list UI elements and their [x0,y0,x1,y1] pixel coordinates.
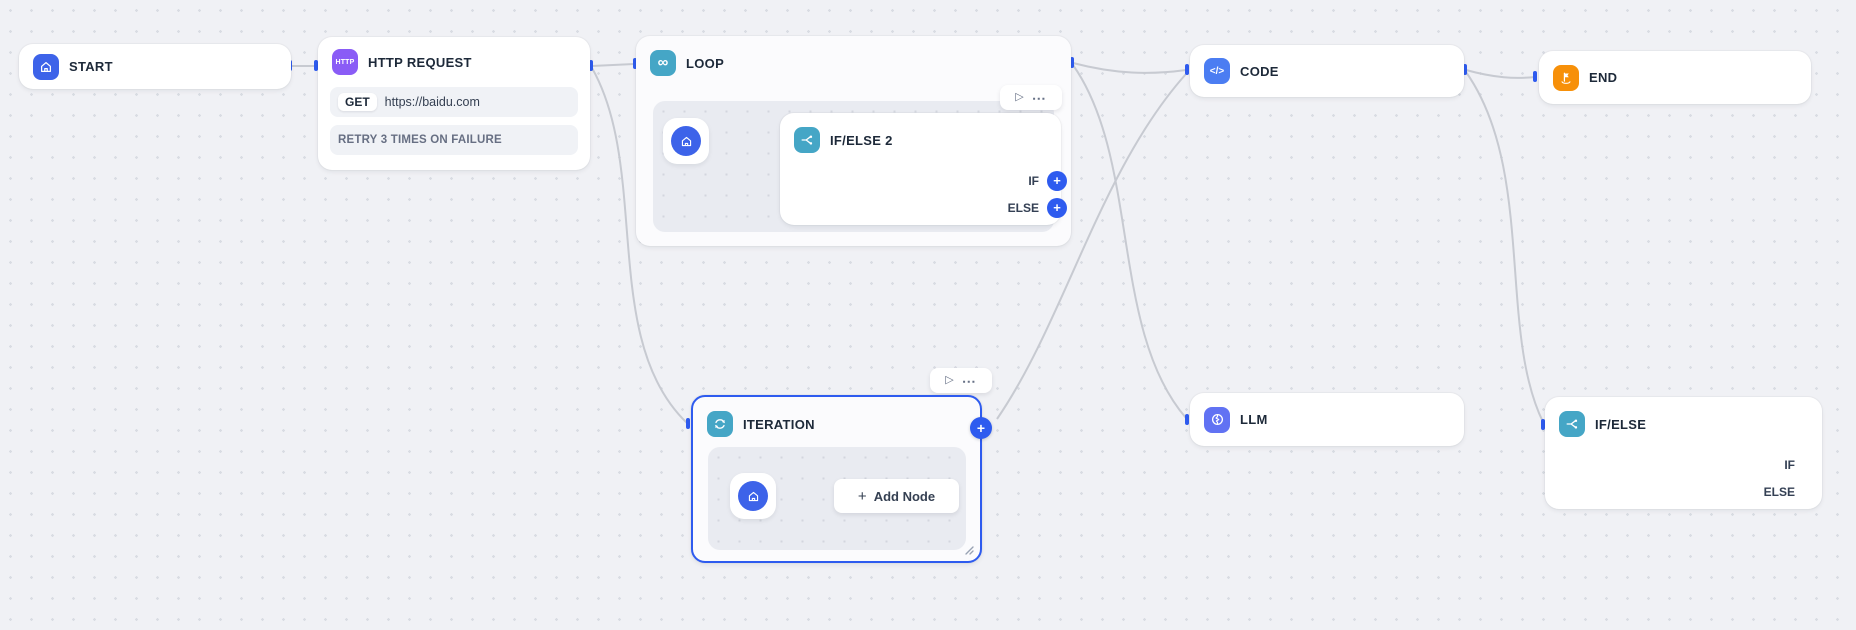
more-icon[interactable]: ⋯ [1031,89,1047,106]
node-title: END [1589,70,1618,85]
node-title: CODE [1240,63,1279,79]
more-icon[interactable]: ⋯ [961,372,977,389]
node-title: LLM [1240,412,1268,427]
resize-handle-icon[interactable] [963,544,974,555]
url-text: https://baidu.com [384,95,480,109]
edge-code-ifelse [1465,71,1544,423]
node-title: START [69,59,113,74]
home-icon [33,53,59,80]
node-title: HTTP REQUEST [368,54,472,70]
node-code[interactable]: </> CODE [1190,45,1464,97]
node-if-else[interactable]: IF/ELSE IF ELSE [1545,397,1822,509]
edge-loop-code [1072,62,1187,74]
branch-label-else: ELSE [1763,484,1795,499]
add-branch-node-button[interactable]: + [1047,170,1067,191]
iteration-start-node[interactable] [730,473,776,519]
home-icon [738,481,768,511]
node-llm[interactable]: LLM [1190,393,1464,446]
node-toolbar[interactable]: ▷ ⋯ [1000,85,1062,110]
edge-http-loop [591,63,635,67]
loop-icon: ∞ [650,50,676,76]
node-start[interactable]: START [19,44,291,89]
home-icon [671,126,701,156]
iteration-icon [707,411,733,437]
branch-label-else: ELSE [1007,200,1039,215]
add-node-button[interactable]: + Add Node [834,479,959,513]
node-title: LOOP [686,55,725,71]
http-method-url-row[interactable]: GET https://baidu.com [330,87,578,117]
branch-label-if: IF [1784,457,1795,472]
node-http-request[interactable]: HTTP HTTP REQUEST GET https://baidu.com … [318,37,590,170]
retry-text: RETRY 3 TIMES ON FAILURE [338,134,502,146]
node-if-else-2[interactable]: IF/ELSE 2 IF + ELSE + [780,113,1067,225]
node-title: IF/ELSE 2 [830,132,893,148]
node-title: ITERATION [743,416,815,432]
branch-icon [1559,411,1585,437]
code-icon: </> [1204,58,1230,84]
http-retry-row[interactable]: RETRY 3 TIMES ON FAILURE [330,125,578,155]
run-icon[interactable]: ▷ [945,374,954,386]
run-icon[interactable]: ▷ [1015,91,1024,103]
flag-icon [1553,64,1579,91]
edge-loop-llm [1072,64,1187,419]
add-next-node-button[interactable]: + [970,417,992,439]
node-end[interactable]: END [1539,51,1811,104]
loop-start-node[interactable] [663,118,709,164]
http-icon: HTTP [332,49,358,75]
add-node-label: Add Node [873,488,936,504]
branch-label-if: IF [1028,173,1039,188]
edge-code-end [1465,69,1536,79]
node-title: IF/ELSE [1595,416,1647,432]
branch-icon [794,127,820,153]
method-badge: GET [338,93,377,111]
node-toolbar[interactable]: ▷ ⋯ [930,368,992,393]
plus-icon: + [857,487,867,505]
llm-icon [1204,406,1230,433]
add-branch-node-button[interactable]: + [1047,197,1067,218]
